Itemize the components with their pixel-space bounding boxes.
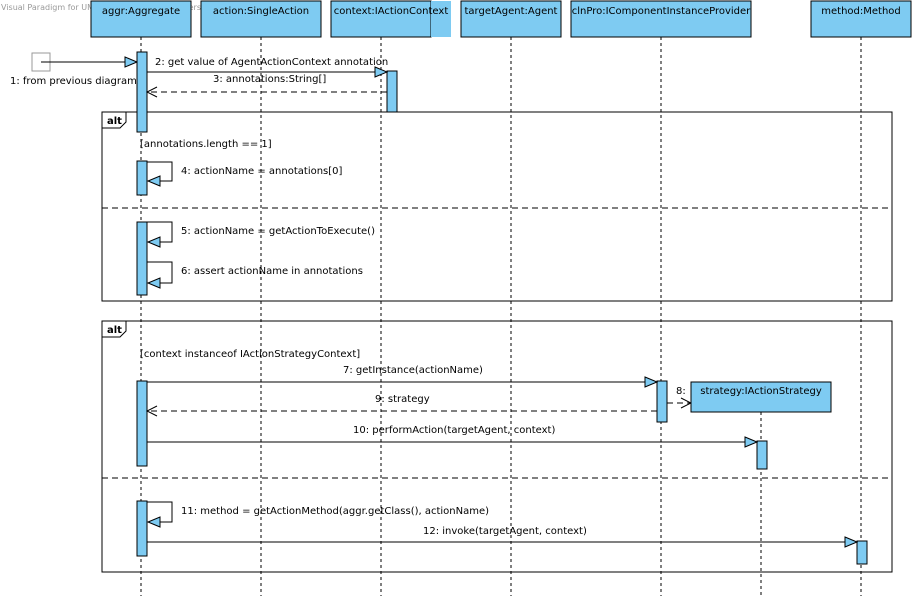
message-6-label: 6: assert actionName in annotations <box>181 266 363 277</box>
lifeline-head-aggr[interactable]: aggr:Aggregate <box>90 0 192 38</box>
activation-aggr-4 <box>136 380 148 467</box>
message-7-label: 7: getInstance(actionName) <box>343 365 483 376</box>
message-11-arrow <box>147 501 173 522</box>
lifeline-label: strategy:IActionStrategy <box>700 386 822 397</box>
lifeline-head-action[interactable]: action:SingleAction <box>200 0 322 38</box>
activation-context <box>386 70 398 113</box>
activation-method <box>856 540 868 565</box>
lifeline-head-target[interactable]: targetAgent:Agent <box>460 0 562 38</box>
lifeline-head-provider[interactable]: clnPro:IComponentInstanceProvider <box>570 0 752 38</box>
fragment-operator: alt <box>107 116 122 127</box>
message-5-arrow <box>147 221 173 242</box>
fragment-operator: alt <box>107 325 122 336</box>
message-3-label: 3: annotations:String[] <box>213 74 326 85</box>
guard-label: [context instanceof IActionStrategyConte… <box>140 349 360 360</box>
activation-strategy <box>756 440 768 470</box>
message-5-label: 5: actionName = getActionToExecute() <box>181 226 375 237</box>
message-4-arrow <box>147 161 173 181</box>
alt-fragment-2: alt [context instanceof IActionStrategyC… <box>101 320 893 573</box>
lifeline-head-context[interactable]: context:IActionContext <box>330 0 451 38</box>
message-6-arrow <box>147 261 173 283</box>
lifeline-label: targetAgent:Agent <box>465 6 558 17</box>
lifeline-label: action:SingleAction <box>213 6 309 17</box>
message-10-label: 10: performAction(targetAgent, context) <box>353 425 555 436</box>
message-11-label: 11: method = getActionMethod(aggr.getCla… <box>181 506 489 517</box>
activation-aggr-2 <box>136 160 148 196</box>
lifeline-label: clnPro:IComponentInstanceProvider <box>572 6 751 17</box>
lifeline-label: method:Method <box>821 6 901 17</box>
activation-provider <box>656 380 668 423</box>
guard-label: [annotations.length == 1] <box>140 139 272 150</box>
activation-aggr-3 <box>136 221 148 296</box>
message-4-label: 4: actionName = annotations[0] <box>181 166 343 177</box>
message-12-label: 12: invoke(targetAgent, context) <box>423 526 587 537</box>
message-1-label: 1: from previous diagram <box>10 76 137 87</box>
message-8-label: 8: <box>676 386 686 397</box>
message-9-label: 9: strategy <box>375 394 430 405</box>
lifeline-head-method[interactable]: method:Method <box>810 0 912 38</box>
alt-fragment-1: alt [annotations.length == 1] <box>101 111 893 302</box>
lifeline-label: aggr:Aggregate <box>102 6 180 17</box>
activation-aggr-1 <box>136 51 148 133</box>
lifeline-label: context:IActionContext <box>334 6 449 17</box>
message-2-label: 2: get value of AgentActionContext annot… <box>155 57 388 68</box>
lifeline-head-strategy[interactable]: strategy:IActionStrategy <box>690 381 832 413</box>
activation-aggr-5 <box>136 500 148 557</box>
